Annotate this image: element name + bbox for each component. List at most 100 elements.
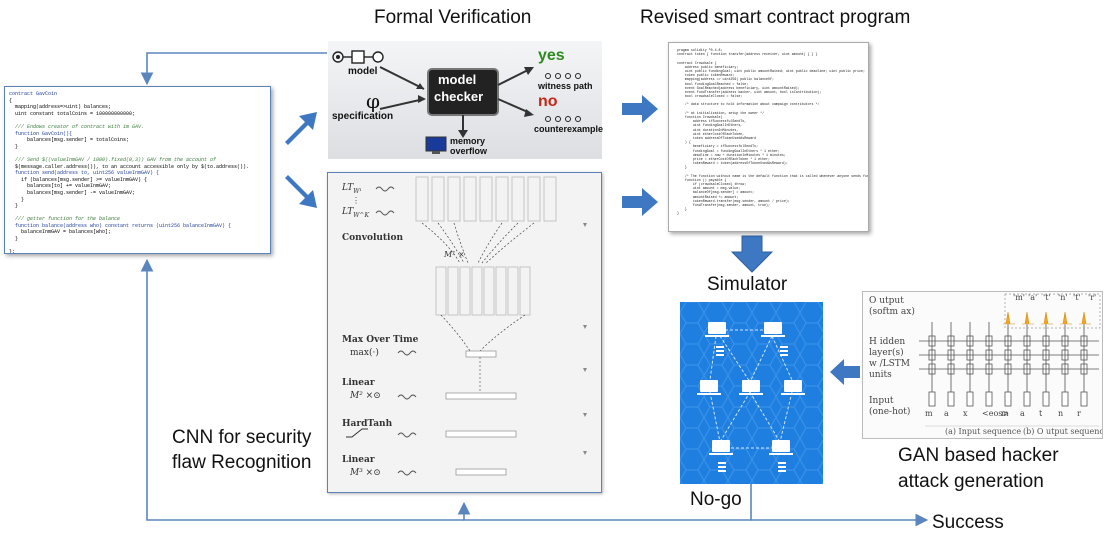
model-label: model (348, 66, 378, 77)
feedback-line-bottom (140, 258, 464, 521)
input-cell (1080, 391, 1088, 407)
input-token: r (1077, 409, 1081, 418)
simulator-network-panel (680, 302, 823, 484)
input-token: m (1001, 409, 1009, 418)
no-go-label: No-go (690, 489, 742, 510)
code-line: balances[msg.sender] -= valueInmGAV; (9, 189, 136, 196)
code-line: function GavCoin(){ (9, 130, 73, 137)
revised-code-line: price = etherCostOfEachToken * 1 ether; (677, 156, 770, 161)
code-line: balances[msg.sender] = totalCoins; (9, 137, 130, 144)
revised-code-line: } (677, 165, 687, 170)
hidden-label-3: w /LSTM (869, 359, 910, 369)
softmax-distribution (1022, 311, 1034, 325)
lt2-label: LTW^K (342, 207, 369, 219)
convolution-title: Convolution (342, 233, 404, 243)
revised-code-line: uint public fundingGoal; uint public amo… (677, 68, 865, 73)
computer-icons (697, 322, 805, 472)
no-label: no (538, 93, 558, 110)
computer-icon (761, 322, 785, 337)
revised-code-line: balanceOf[msg.sender] = amount; (677, 190, 755, 195)
revised-code-line: beneficiary = ifSuccessfulSendTo; (677, 144, 759, 149)
model-checker-diagram (332, 50, 581, 154)
simulator-down-line (457, 484, 752, 521)
cnn-drawing: ⋮ (346, 176, 587, 476)
revised-code-line: uint etherCostOfEachToken, (677, 131, 745, 136)
success-label: Success (932, 512, 1004, 533)
revised-code-line: uint fundingGoalInEthers, (677, 123, 743, 128)
gan-title-line1: GAN based hacker (898, 445, 1059, 466)
caption-b: (b) O utput sequence (1023, 427, 1103, 436)
code-line: } (9, 203, 19, 210)
computer-icon (769, 440, 793, 455)
max-fn-label: max(·) (350, 348, 379, 358)
output-token: 't' (1043, 293, 1051, 302)
revised-code-line: if (crowdsaleClosed) throw; (677, 182, 747, 186)
code-line: function send(address to, uint256 valueI… (9, 170, 160, 177)
code-line: $(message.caller.address()), to an accou… (9, 163, 250, 170)
formal-verification-title: Formal Verification (374, 7, 532, 28)
witness-path-icon (545, 73, 581, 79)
revised-code-line: bool fundingGoalReached = false; (677, 81, 749, 86)
checker-label-2: checker (434, 89, 484, 104)
code-line: } (9, 236, 19, 243)
simulator-title: Simulator (707, 274, 788, 295)
output-label-2: (softm ax) (869, 307, 915, 317)
revised-code-line: FundTransfer(msg.sender, amount, true); (677, 202, 770, 207)
arrow-code-to-fv (285, 112, 317, 145)
revised-code-line: amountRaised += amount; (677, 194, 739, 199)
checker-label-1: model (438, 72, 477, 87)
cnn-title-line1: CNN for security (172, 427, 312, 448)
code-line (9, 210, 249, 217)
input-token: x (963, 409, 968, 418)
linear1-title: Linear (342, 378, 375, 388)
code-lines: contract GavCoin{ mapping(address=>uint)… (9, 91, 250, 254)
smart-contract-code-panel: contract GavCoin{ mapping(address=>uint)… (4, 86, 271, 254)
hidden-label-1: H idden (869, 337, 906, 347)
revised-code-line: token addressOfTokenUsedAsReward (677, 135, 757, 140)
server-icon (778, 462, 786, 472)
input-label-1: Input (869, 396, 894, 406)
input-cell (985, 391, 993, 407)
feedback-line-top (140, 52, 327, 86)
server-icon (780, 346, 788, 356)
input-token: n (1058, 409, 1064, 418)
cnn-title-line2: flaw Recognition (172, 452, 312, 473)
cnn-architecture-panel: LTW¹ LTW^K ⋮ (327, 172, 602, 493)
input-token: a (944, 409, 949, 418)
arrow-cnn-to-revised (622, 188, 658, 216)
revised-code-line: mapping(address => uint256) public balan… (677, 77, 774, 82)
revised-code-lines: pragma solidity ^0.4.8;contract token { … (677, 48, 868, 216)
model-automaton-icon (332, 50, 384, 64)
revised-code-line: tokenReward = token(addressOfTokenUsedAs… (677, 161, 788, 166)
revised-code-line: /* data structure to hold information ab… (677, 102, 820, 107)
max-over-time-title: Max Over Time (342, 335, 419, 345)
revised-code-line: function Crowdsale( (677, 115, 723, 119)
code-line: /// Send $((valueInmGAV / 1000).fixed(0,… (9, 156, 217, 163)
code-line: }; (9, 249, 16, 254)
m2-label: M² ×⊙ (350, 391, 381, 401)
code-line: mapping(address=>uint) balances; (9, 104, 112, 111)
revised-code-line: ) { (677, 140, 691, 145)
lstm-gan-panel: O utput (softm ax) H idden layer(s) w /L… (862, 291, 1103, 439)
input-cell (1042, 391, 1050, 407)
code-line: if (balances[msg.sender] >= valueInmGAV)… (9, 176, 148, 183)
revised-code-line: } (677, 207, 687, 212)
lt1-label: LTW¹ (342, 183, 362, 195)
output-token-row: 'm''a''t''n''t''r' (1013, 293, 1102, 303)
server-icon (718, 462, 726, 472)
input-label-2: (one-hot) (869, 407, 911, 417)
revised-code-line: deadline = now + durationInMinutes * 1 m… (677, 152, 786, 157)
code-line: } (9, 196, 25, 203)
softmax-distribution (1079, 311, 1091, 325)
code-line: balanceInmGAV = balances[who]; (9, 229, 112, 236)
code-line: /// getter function for the balance (9, 216, 121, 223)
revised-code-line: event GoalReached(address beneficiary, u… (677, 85, 800, 90)
input-token: t (1039, 409, 1043, 418)
revised-code-line: pragma solidity ^0.4.8; (677, 48, 723, 52)
counterexample-label: counterexample (534, 124, 604, 134)
input-cell (966, 391, 974, 407)
computer-icon (781, 380, 805, 395)
input-token: a (1020, 409, 1025, 418)
softmax-distribution (1060, 311, 1072, 325)
